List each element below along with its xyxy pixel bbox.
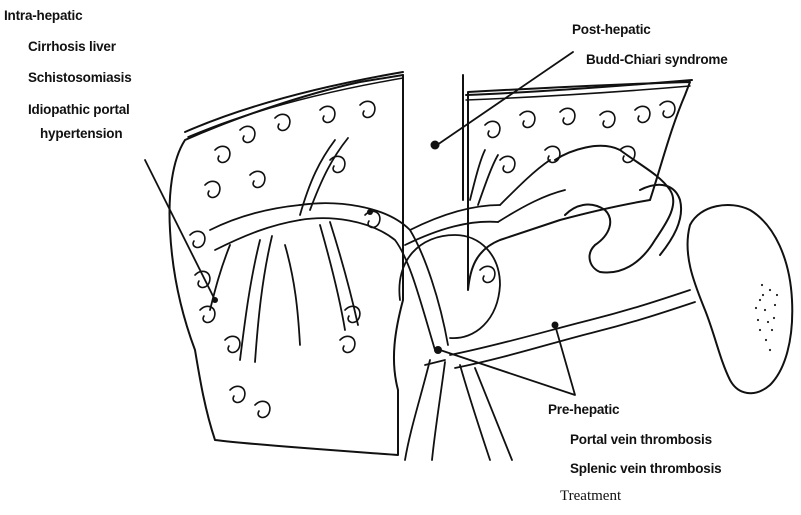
- intra-hepatic-pointer: [145, 160, 215, 300]
- pre-hepatic-pointer: [440, 325, 575, 395]
- liver-outline-left: [170, 75, 403, 455]
- intra-hepatic-item-cirrhosis: Cirrhosis liver: [28, 39, 116, 54]
- pre-hepatic-item-splenic-vein: Splenic vein thrombosis: [570, 461, 721, 476]
- post-hepatic-marker: [431, 141, 440, 150]
- liver-outline-right: [468, 82, 690, 290]
- figure-caption: Treatment: [560, 488, 621, 505]
- liver-capsule-right: [466, 80, 692, 95]
- post-hepatic-pointer: [437, 52, 573, 145]
- pre-hepatic-item-portal-vein: Portal vein thrombosis: [570, 432, 712, 447]
- mesenteric-veins: [405, 360, 430, 460]
- spleen-stipple: [755, 284, 778, 351]
- intra-hepatic-marker: [212, 297, 218, 303]
- stomach-outline: [555, 146, 673, 273]
- intra-hepatic-heading: Intra-hepatic: [4, 8, 82, 23]
- liver-lobules-right: [480, 101, 675, 282]
- post-hepatic-item-budd-chiari: Budd-Chiari syndrome: [586, 52, 728, 67]
- post-hepatic-heading: Post-hepatic: [572, 22, 651, 37]
- spleen-outline: [688, 205, 793, 393]
- portal-vein-thrombosis-marker: [434, 346, 442, 354]
- branch-marker: [367, 209, 373, 215]
- intra-hepatic-item-schistosomiasis: Schistosomiasis: [28, 70, 132, 85]
- splenic-vein-thrombosis-marker: [552, 322, 559, 329]
- intra-hepatic-item-hypertension: hypertension: [40, 126, 122, 141]
- liver-lobules-left: [190, 101, 380, 417]
- duodenum-loop: [399, 235, 500, 338]
- intra-hepatic-item-idiopathic: Idiopathic portal: [28, 102, 130, 117]
- pre-hepatic-heading: Pre-hepatic: [548, 402, 619, 417]
